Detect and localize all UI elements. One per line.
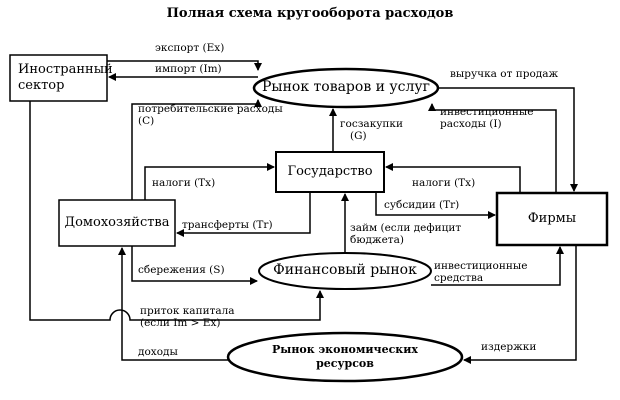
transfers-arrow — [176, 192, 311, 237]
firm-taxes-label: налоги (Tx) — [412, 177, 476, 189]
capital-inflow-line1: приток капитала — [140, 305, 235, 317]
household-taxes-arrow — [144, 163, 275, 200]
loan-line2: бюджета) — [350, 234, 404, 246]
foreign-sector-line2: сектор — [18, 78, 65, 93]
households-box — [58, 199, 176, 247]
transfers-label: трансферты (Tr) — [182, 219, 273, 231]
foreign-sector-box — [9, 54, 108, 102]
income-arrow — [118, 247, 228, 361]
sales-revenue-label: выручка от продаж — [450, 68, 559, 80]
investment-spending-line1: инвестиционные — [440, 106, 534, 118]
household-taxes-label: налоги (Tx) — [152, 177, 216, 189]
capital-inflow-line2: (если Im > Ex) — [140, 317, 221, 329]
firms-box — [495, 191, 609, 247]
subsidies-label: субсидии (Tr) — [384, 199, 460, 211]
loan-label: займ (если дефицит бюджета) — [350, 222, 461, 246]
consumer-spending-arrow — [131, 99, 262, 200]
loan-line1: займ (если дефицит — [350, 222, 462, 234]
gov-purchases-line1: госзакупки — [340, 118, 403, 130]
gov-purchases-line2: (G) — [350, 130, 367, 142]
consumer-spending-label: потребительские расходы (C) — [138, 103, 283, 127]
diagram-title: Полная схема кругооборота расходов — [166, 6, 454, 21]
investment-spending-line2: расходы (I) — [440, 118, 502, 130]
investment-funds-arrow — [431, 246, 564, 286]
costs-arrow — [463, 245, 577, 364]
consumer-spending-line1: потребительские расходы — [138, 103, 283, 115]
export-label: экспорт (Ex) — [155, 42, 225, 54]
consumer-spending-line2: (C) — [138, 115, 155, 127]
investment-spending-arrow — [428, 103, 557, 193]
financial-market-label: Финансовый рынок — [273, 262, 417, 278]
savings-arrow — [131, 246, 258, 285]
income-label: доходы — [138, 346, 178, 358]
resource-market-label: Рынок экономических ресурсов — [228, 343, 462, 371]
investment-funds-line2: средства — [434, 272, 484, 284]
costs-label: издержки — [481, 341, 537, 353]
subsidies-arrow — [375, 192, 496, 219]
foreign-sector-line1: Иностранный — [18, 62, 113, 77]
foreign-sector-label: Иностранный сектор — [18, 62, 113, 94]
capital-inflow-label: приток капитала (если Im > Ex) — [140, 305, 235, 329]
investment-spending-label: инвестиционные расходы (I) — [440, 106, 533, 130]
government-label: Государство — [287, 164, 373, 179]
capital-inflow-arrow — [29, 101, 324, 321]
sales-revenue-arrow — [438, 87, 578, 192]
firm-taxes-arrow — [385, 163, 521, 193]
investment-funds-line1: инвестиционные — [434, 260, 528, 272]
export-arrow — [107, 60, 262, 71]
firms-label: Фирмы — [527, 211, 577, 226]
government-box — [275, 151, 385, 193]
resource-market-line1: Рынок экономических — [272, 343, 418, 356]
resource-market-oval — [226, 331, 464, 383]
resource-market-line2: ресурсов — [316, 357, 374, 370]
gov-purchases-label: госзакупки (G) — [340, 118, 403, 142]
import-label: импорт (Im) — [155, 63, 222, 75]
savings-label: сбережения (S) — [138, 264, 225, 276]
investment-funds-label: инвестиционные средства — [434, 260, 527, 284]
goods-market-label: Рынок товаров и услуг — [262, 79, 430, 95]
households-label: Домохозяйства — [64, 215, 170, 230]
